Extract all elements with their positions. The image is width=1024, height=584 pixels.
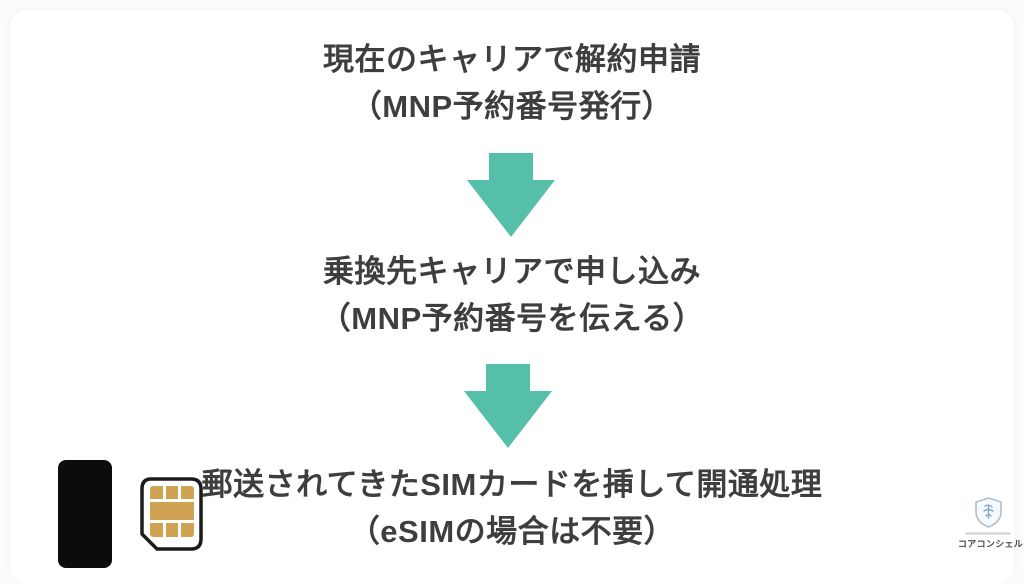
step-3-subtitle: （eSIMの場合は不要） — [348, 514, 676, 549]
step-2-title: 乗換先キャリアで申し込み — [323, 254, 701, 289]
flow-step-1: 現在のキャリアで解約申請 （MNP予約番号発行） — [0, 36, 1024, 130]
flow-step-2: 乗換先キャリアで申し込み （MNP予約番号を伝える） — [0, 248, 1024, 342]
logo-label: コアコンシェル — [958, 539, 1024, 549]
step-3-title: 郵送されてきたSIMカードを挿して開通処理 — [201, 467, 823, 502]
sim-card-icon — [140, 477, 203, 551]
shield-logo-icon — [974, 497, 1002, 528]
down-block-arrow-icon — [467, 153, 555, 237]
step-1-title: 現在のキャリアで解約申請 — [323, 42, 701, 77]
flow-step-3: 郵送されてきたSIMカードを挿して開通処理 （eSIMの場合は不要） — [0, 461, 1024, 555]
down-block-arrow-icon — [464, 364, 552, 448]
step-1-subtitle: （MNP予約番号発行） — [350, 89, 674, 124]
smartphone-icon — [58, 460, 112, 568]
site-logo: コアコンシェル — [958, 497, 1024, 550]
step-2-subtitle: （MNP予約番号を伝える） — [319, 301, 705, 336]
logo-tagline — [965, 532, 1011, 535]
